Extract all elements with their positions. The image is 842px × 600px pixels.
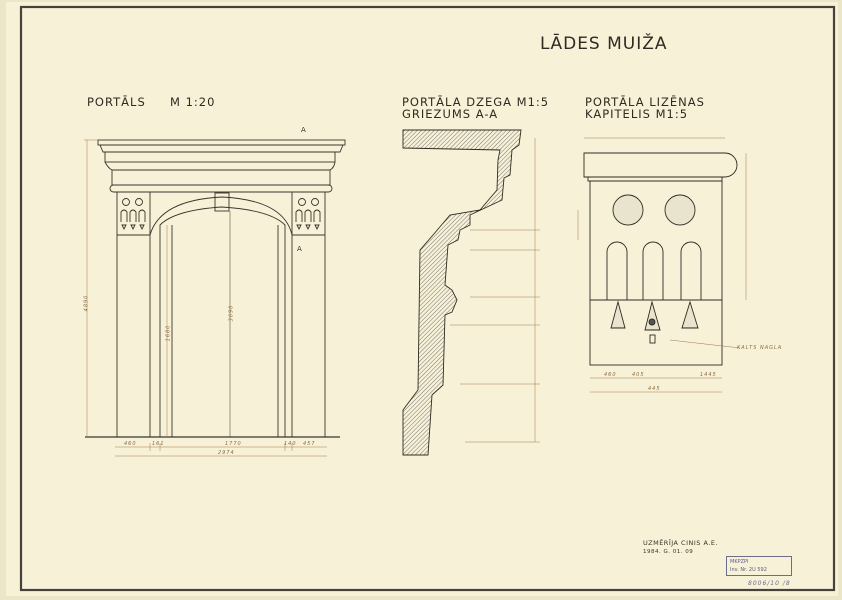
portal-title: PORTĀLS — [87, 95, 146, 109]
dim: 1680 — [165, 324, 172, 342]
dim: 4890 — [83, 294, 90, 312]
capital-title-1: PORTĀLA LIZĒNAS — [585, 95, 705, 109]
dim: 2974 — [218, 450, 235, 456]
archive-note: 8006/10 /8 — [748, 580, 791, 587]
dim: 460 — [604, 372, 617, 378]
dim: 3090 — [228, 304, 235, 322]
dim: 140 — [284, 441, 297, 447]
capital-title-2: KAPITELIS M1:5 — [585, 107, 689, 121]
stamp-line1: MKPZPI — [730, 559, 749, 565]
dim: 1445 — [700, 372, 717, 378]
measured-date: 1984. G. 01. 09 — [643, 549, 694, 555]
portal-elevation — [85, 139, 346, 438]
section-mark: A — [305, 122, 307, 123]
capital-elevation — [577, 137, 747, 393]
portal-scale: M 1:20 — [170, 95, 216, 109]
section-mark-bottom: A — [297, 245, 302, 253]
cornice-section — [402, 129, 540, 456]
dim: 460 — [124, 441, 137, 447]
dim: 161 — [152, 441, 165, 447]
section-mark-top: A — [301, 126, 306, 134]
portal-dimensions — [84, 139, 327, 457]
archive-stamp: MKPZPI Inv. Nr. 2U 592 — [726, 556, 792, 576]
sheet-frame — [19, 5, 836, 592]
dim: 1770 — [225, 441, 242, 447]
sheet-title: LĀDES MUIŽA — [540, 34, 668, 54]
dim: 457 — [303, 441, 316, 447]
cornice-title-2: GRIEZUMS A-A — [402, 107, 499, 121]
dim: 445 — [648, 386, 661, 392]
cornice-title-1: PORTĀLA DZEGA M1:5 — [402, 95, 550, 109]
measured-by: UZMĒRĪJA CINIS A.E. — [643, 539, 719, 547]
stamp-line2: Inv. Nr. 2U 592 — [730, 567, 767, 573]
dim: 405 — [632, 372, 645, 378]
callout-nail: KALTS NAGLA — [737, 345, 783, 351]
